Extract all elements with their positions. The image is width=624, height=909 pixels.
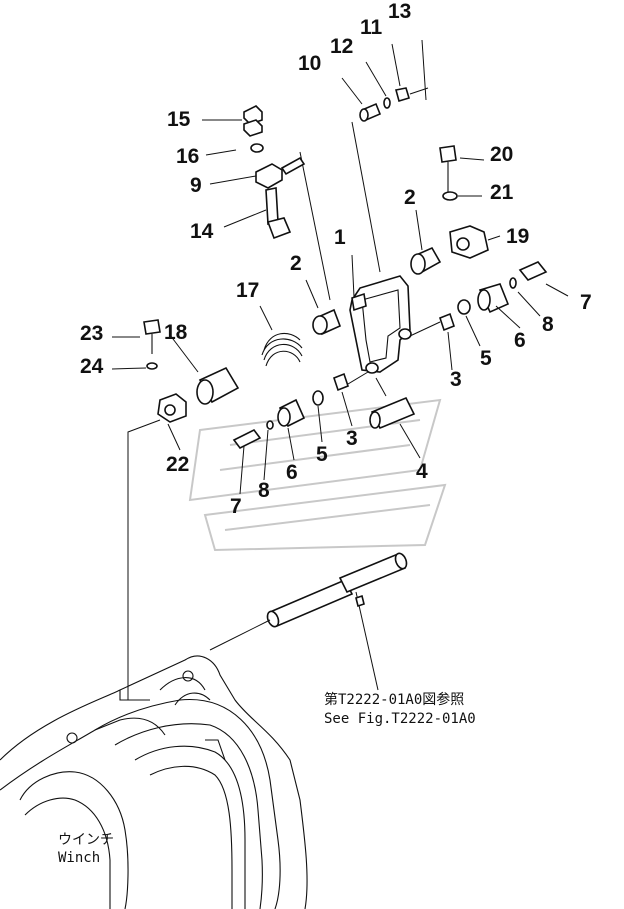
- callout-23: 23: [80, 322, 103, 345]
- part-22-bracket: [157, 393, 187, 423]
- cross-shaft: [209, 552, 408, 691]
- part-14-bolt: [265, 187, 292, 240]
- part-12-washer: [383, 97, 391, 109]
- callout-15: 15: [167, 108, 191, 131]
- part-8-washer-right: [509, 277, 517, 289]
- callout-12: 12: [330, 35, 353, 58]
- winch-label: ウインチ Winch: [58, 832, 114, 866]
- callout-16: 16: [176, 145, 199, 168]
- part-10-nut: [359, 102, 382, 122]
- part-3-nut-right: [439, 312, 455, 332]
- callout-5a: 5: [480, 347, 492, 370]
- winch-label-jp: ウインチ: [58, 832, 114, 848]
- callout-8a: 8: [542, 313, 554, 336]
- callout-2a: 2: [404, 186, 416, 209]
- callout-numbers: 13 11 12 10 15 16 9 14 20 21 2 1 19 2 17…: [80, 0, 592, 518]
- part-18-sleeve: [196, 366, 240, 405]
- callout-17: 17: [236, 279, 259, 302]
- callout-20: 20: [490, 143, 513, 166]
- part-23-bolt: [143, 319, 161, 354]
- callout-19: 19: [506, 225, 529, 248]
- part-16-washer: [250, 143, 264, 153]
- part-5-collar-right: [457, 299, 471, 315]
- part-20-bolt: [439, 145, 457, 192]
- part-3-nut-left: [333, 372, 349, 392]
- part-9-rod-end: [255, 156, 306, 189]
- callout-14: 14: [190, 220, 214, 243]
- part-1-lever: [349, 254, 412, 374]
- callout-22: 22: [166, 453, 189, 476]
- callout-7a: 7: [580, 291, 592, 314]
- figure-reference-note: 第T2222-01A0図参照 See Fig.T2222-01A0: [324, 691, 476, 727]
- leader-lines: [111, 39, 569, 495]
- callout-10: 10: [298, 52, 321, 75]
- part-6-bracket-left: [277, 398, 306, 428]
- part-11-nut: [395, 87, 410, 103]
- part-15-nuts: [243, 105, 263, 137]
- part-17-spring: [261, 332, 303, 367]
- part-19-bracket: [449, 225, 489, 259]
- callout-2b: 2: [290, 252, 302, 275]
- callout-1: 1: [334, 226, 346, 249]
- callout-5b: 5: [316, 443, 328, 466]
- part-2-bushing-lower: [312, 308, 342, 336]
- watermark-logo: [188, 398, 447, 552]
- callout-6b: 6: [286, 461, 298, 484]
- part-7-bolt-right: [518, 261, 548, 281]
- part-24-washer: [146, 362, 158, 370]
- winch-label-en: Winch: [58, 850, 100, 866]
- reference-line-jp: 第T2222-01A0図参照: [324, 691, 464, 708]
- callout-24: 24: [80, 355, 104, 378]
- callout-7b: 7: [230, 495, 242, 518]
- link-rod: [351, 121, 381, 273]
- callout-9: 9: [190, 174, 202, 197]
- part-7-bolt-left: [232, 428, 262, 450]
- leader-line-left: [127, 419, 161, 700]
- callout-21: 21: [490, 181, 514, 204]
- callout-6a: 6: [514, 329, 526, 352]
- callout-4: 4: [416, 460, 428, 483]
- callout-18: 18: [164, 321, 188, 344]
- part-6-bracket-right: [477, 283, 510, 314]
- callout-8b: 8: [258, 479, 270, 502]
- winch-housing: [0, 655, 308, 909]
- callout-3a: 3: [450, 368, 462, 391]
- part-2-bushing-upper: [410, 246, 442, 275]
- callout-13: 13: [388, 0, 411, 23]
- part-21-washer: [442, 191, 458, 201]
- reference-line-en: See Fig.T2222-01A0: [324, 711, 476, 727]
- part-5-collar-left: [312, 390, 324, 406]
- callout-3b: 3: [346, 427, 358, 450]
- part-8-washer-left: [266, 420, 274, 430]
- part-4-pin: [369, 377, 416, 430]
- callout-11: 11: [360, 16, 383, 39]
